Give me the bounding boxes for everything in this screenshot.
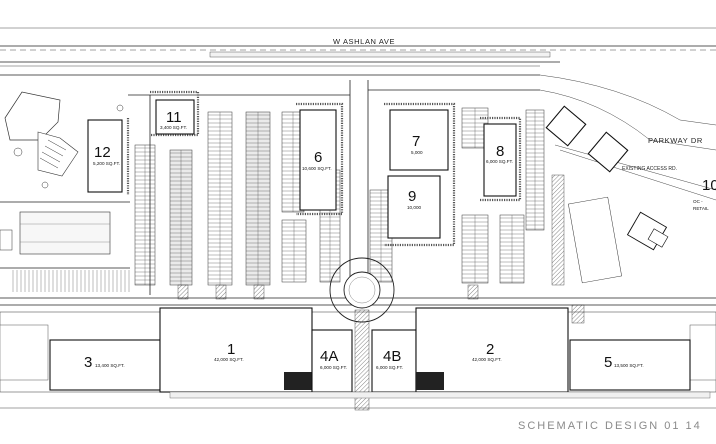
existing-building-left xyxy=(4,91,124,189)
building-10-use: RETAIL xyxy=(693,206,709,211)
building-11-number: 11 xyxy=(166,109,182,126)
building-12-number: 12 xyxy=(94,144,111,161)
building-3: 3 13,400 SQ.FT. xyxy=(49,339,161,391)
building-4a-number: 4A xyxy=(320,348,338,365)
building-6-number: 6 xyxy=(314,149,322,166)
building-4b-number: 4B xyxy=(383,348,401,365)
building-7-number: 7 xyxy=(412,133,420,150)
building-1: 1 42,000 SQ.FT. xyxy=(159,307,313,393)
building-10: 10 OC - RETAIL xyxy=(693,177,716,211)
front-sidewalk xyxy=(169,391,711,399)
street-label-parkway: PARKWAY DR xyxy=(648,136,703,145)
building-10-area: OC - xyxy=(693,199,703,204)
building-12: 12 5,200 SQ.FT. xyxy=(87,119,123,193)
building-1-number: 1 xyxy=(227,341,235,358)
building-4a-area: 6,000 SQ.FT. xyxy=(320,365,347,370)
building-5-area: 13,500 SQ.FT. xyxy=(614,363,644,368)
building-4b: 4B 6,000 SQ.FT. xyxy=(371,329,417,393)
building-2-number: 2 xyxy=(486,341,494,358)
building-11: 11 3,400 SQ.FT. xyxy=(155,99,195,135)
building-8: 8 6,000 SQ.FT. xyxy=(483,123,517,197)
building-12-area: 5,200 SQ.FT. xyxy=(93,161,120,166)
building-1-area: 42,000 SQ.FT. xyxy=(214,357,244,362)
street-label-ashlan: W ASHLAN AVE xyxy=(333,37,395,46)
building-9-number: 9 xyxy=(408,188,416,205)
building-10-number: 10 xyxy=(702,177,716,194)
building-11-area: 3,400 SQ.FT. xyxy=(160,125,187,130)
building-4b-area: 6,000 SQ.FT. xyxy=(376,365,403,370)
access-road-label: EXISTING ACCESS RD. xyxy=(622,166,677,172)
building-2-area: 42,000 SQ.FT. xyxy=(472,357,502,362)
building-6: 6 10,600 SQ.FT. xyxy=(299,109,337,211)
building-8-area: 6,000 SQ.FT. xyxy=(486,159,513,164)
parking-areas xyxy=(134,107,622,286)
building-3-number: 3 xyxy=(84,354,92,371)
building-5: 5 13,500 SQ.FT. xyxy=(569,339,691,391)
schematic-title: SCHEMATIC DESIGN 01 14 xyxy=(518,420,702,432)
building-7: 7 5,000 xyxy=(389,109,449,171)
building-9: 9 10,000 xyxy=(387,175,441,239)
ashlan-ave-street xyxy=(0,27,716,76)
building-9-area: 10,000 xyxy=(407,205,421,210)
retail-strip xyxy=(0,311,716,393)
building-5-number: 5 xyxy=(604,354,612,371)
building-3-area: 13,400 SQ.FT. xyxy=(95,363,125,368)
walkways xyxy=(126,90,585,411)
building-4a: 4A 6,000 SQ.FT. xyxy=(311,329,353,393)
building-2: 2 42,000 SQ.FT. xyxy=(415,307,569,393)
building-8-number: 8 xyxy=(496,143,504,160)
pad-structures-right xyxy=(545,105,669,251)
building-6-area: 10,600 SQ.FT. xyxy=(302,166,332,171)
building-7-area: 5,000 xyxy=(411,150,423,155)
existing-strip-left xyxy=(0,201,130,269)
